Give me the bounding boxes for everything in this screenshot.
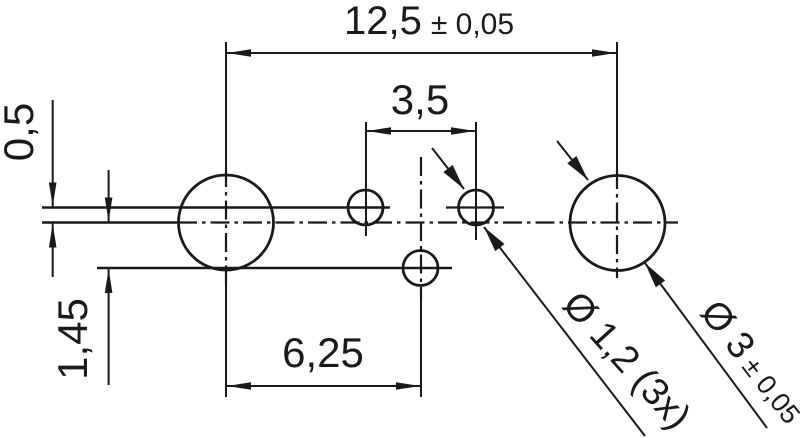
dimension-total-width: 12,5 ± 0,05 bbox=[225, 0, 618, 172]
label-value-large-hole: Ø 3 bbox=[692, 293, 763, 367]
dimension-row-offset-bottom: 1,45 bbox=[49, 170, 113, 385]
dimension-text-hole-spacing: 6,25 bbox=[282, 329, 364, 376]
dimension-text-hole-pitch: 3,5 bbox=[391, 76, 449, 123]
center-lines bbox=[178, 157, 678, 300]
leader-line-small-holes bbox=[483, 226, 646, 437]
dimension-value-total-width: 12,5 bbox=[344, 0, 422, 43]
dimension-hole-pitch: 3,5 bbox=[365, 76, 477, 240]
leader-arrow-upper-left bbox=[431, 147, 465, 190]
part-edge-lines bbox=[42, 206, 452, 270]
label-text-large-hole: Ø 3± 0,05 bbox=[692, 293, 800, 432]
dimension-text-total-width: 12,5 ± 0,05 bbox=[344, 0, 514, 43]
dimension-row-offset-top: 0,5 bbox=[0, 100, 57, 277]
label-tolerance-large-hole: ± 0,05 bbox=[736, 352, 800, 429]
hole-large-left bbox=[177, 173, 275, 272]
dimension-hole-spacing: 6,25 bbox=[225, 283, 422, 397]
dimension-text-row-offset-top: 0,5 bbox=[0, 103, 42, 161]
leader-line-large-hole bbox=[644, 262, 768, 429]
hole-large-right bbox=[568, 174, 667, 272]
hole-small-lower bbox=[401, 249, 440, 287]
dimension-text-row-offset-bottom: 1,45 bbox=[49, 298, 96, 380]
dimension-tolerance-total-width: ± 0,05 bbox=[431, 8, 514, 41]
leader-arrow-upper-left bbox=[556, 140, 589, 181]
